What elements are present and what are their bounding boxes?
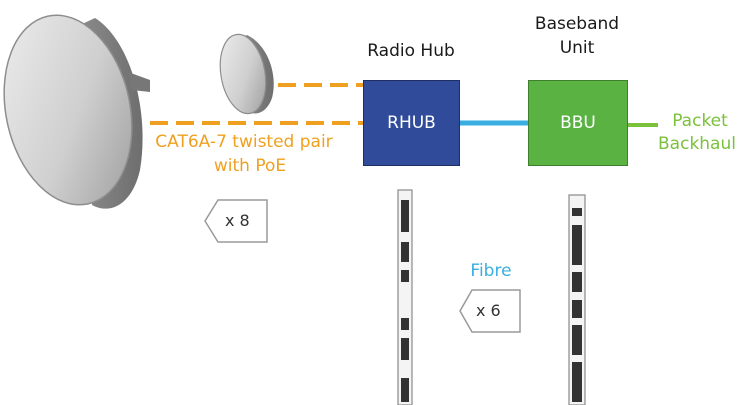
arrow-x6-icon (459, 289, 521, 333)
radio-count-label: x 8 (225, 211, 250, 230)
cat6-label-line1: CAT6A-7 twisted pair (155, 132, 333, 152)
radio-dot-large-icon (3, 14, 150, 209)
rhub-label: RHUB (387, 113, 436, 133)
radio-dot-small-icon (219, 33, 274, 115)
rhub-box: RHUB (363, 80, 460, 166)
rack-rhub-icon (397, 189, 413, 405)
radio-hub-title: Radio Hub (367, 41, 455, 61)
baseband-title-line1: Baseband (534, 14, 620, 34)
fibre-count-label: x 6 (476, 301, 501, 320)
packet-label-line2: Backhaul (658, 134, 736, 154)
arrow-x8-icon (204, 199, 268, 243)
packet-label-line1: Packet (672, 111, 728, 131)
cat6-label-line2: with PoE (213, 156, 287, 176)
rack-bbu-icon (568, 194, 586, 405)
bbu-label: BBU (560, 113, 596, 133)
fibre-label: Fibre (470, 261, 512, 281)
baseband-title-line2: Unit (559, 38, 595, 58)
bbu-box: BBU (528, 80, 628, 166)
